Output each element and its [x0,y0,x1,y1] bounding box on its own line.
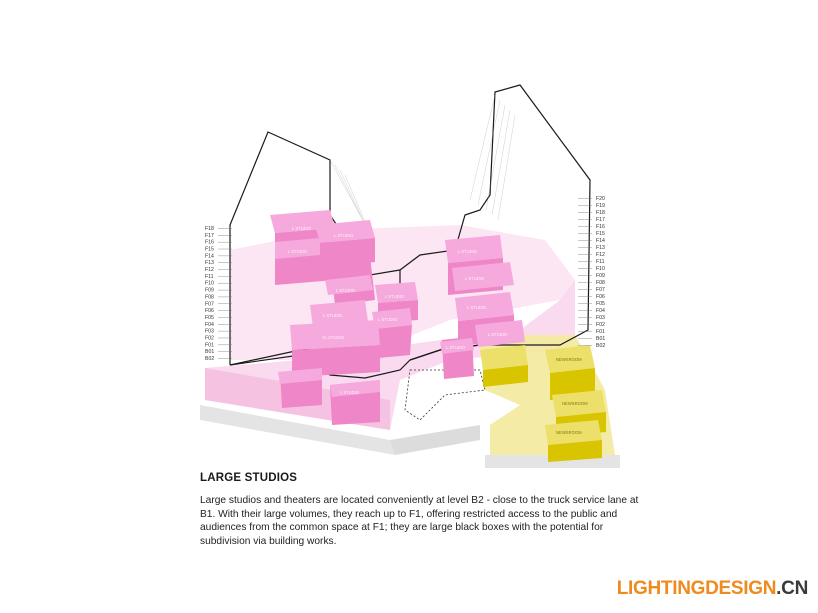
floor-label: F19 [596,203,605,209]
floor-label: F10 [596,266,605,272]
floor-label: F12 [205,267,214,273]
newsroom-block [480,345,528,387]
floor-label: F09 [596,273,605,279]
studio-block: L STUDIO [275,238,320,259]
studio-block: L STUDIO [310,300,368,327]
floor-label: F13 [205,260,214,266]
facade-hatching [329,94,516,246]
watermark: LIGHTINGDESIGN.CN [616,578,809,600]
studio-label: L STUDIO [488,332,508,337]
floor-label: F05 [596,301,605,307]
floor-label: F08 [205,294,214,300]
truck-lane-outline [404,369,486,421]
studio-label: L STUDIO [292,226,312,231]
newsroom-blocks: NEWSROOM NEWSROOM NEWSROOM [480,345,606,462]
floor-labels-left: F18F17F16F15F14F13F12F11F10F09F08F07F06F… [205,226,232,362]
floor-label: F04 [205,322,214,328]
floor-label: B01 [596,336,605,342]
floor-label: F15 [205,247,214,253]
floor-label: F09 [205,288,214,294]
studio-label: L STUDIO [340,390,360,395]
studio-block: L STUDIO [330,380,380,425]
floor-label: F10 [205,281,214,287]
floor-labels-right: F20F19F18F17F16F15F14F13F12F11F10F09F08F… [578,196,605,349]
floor-label: F13 [596,245,605,251]
floor-label: F16 [596,224,605,230]
floor-label: F04 [596,308,605,314]
floor-label: F03 [596,315,605,321]
floor-label: F01 [205,342,214,348]
floor-label: F17 [205,233,214,239]
floor-label: F18 [596,210,605,216]
floor-label: F12 [596,252,605,258]
floor-label: F18 [205,226,214,232]
studio-label: L STUDIO [336,288,356,293]
caption-body: Large studios and theaters are located c… [200,495,639,547]
floor-label: F03 [205,329,214,335]
floor-label: F14 [205,253,214,259]
studio-block: L STUDIO [440,337,474,379]
floor-label: F05 [205,315,214,321]
floor-label: B02 [596,343,605,349]
studio-block: L STUDIO [325,256,375,305]
floor-label: F02 [205,335,214,341]
floor-label: F06 [596,294,605,300]
studio-label: L STUDIO [458,249,478,254]
newsroom-label: NEWSROOM [562,401,588,406]
floor-label: F17 [596,217,605,223]
newsroom-label: NEWSROOM [556,430,582,435]
floor-label: B02 [205,356,214,362]
newsroom-block: NEWSROOM [545,420,602,462]
large-studio-blocks: L STUDIO L STUDIO L STUDIO L STUDIO L ST… [270,210,525,425]
studio-block [278,368,322,408]
floor-label: F11 [596,259,605,265]
floor-label: F07 [596,287,605,293]
floor-label: F20 [596,196,605,202]
studio-label: L STUDIO [385,294,405,299]
floor-label: F14 [596,238,605,244]
floor-label: F16 [205,240,214,246]
floor-label: F02 [596,322,605,328]
newsroom-label: NEWSROOM [556,357,582,362]
floor-label: F15 [596,231,605,237]
caption-title: LARGE STUDIOS [200,472,298,484]
studio-label: L STUDIO [323,313,343,318]
studio-block: L STUDIO [372,308,412,358]
studio-label: L STUDIO [378,317,398,322]
studio-label: L STUDIO [465,276,485,281]
studio-label: L STUDIO [446,345,466,350]
studio-label: L STUDIO [334,233,354,238]
watermark-tld: .CN [776,578,808,599]
studio-label: L STUDIO [467,305,487,310]
floor-label: B01 [205,349,214,355]
floor-label: F06 [205,308,214,314]
floor-label: F11 [205,274,214,280]
studio-block: L STUDIO [452,262,514,291]
studio-label: XL STUDIO [322,335,345,340]
caption: LARGE STUDIOS Large studios and theaters… [200,472,640,548]
floor-label: F01 [596,329,605,335]
watermark-main: LIGHTINGDESIGN [616,578,777,599]
studio-block: XL STUDIO [290,320,380,377]
floor-label: F08 [596,280,605,286]
floor-label: F07 [205,301,214,307]
studio-block: L STUDIO [475,320,525,347]
studio-label: L STUDIO [288,249,308,254]
